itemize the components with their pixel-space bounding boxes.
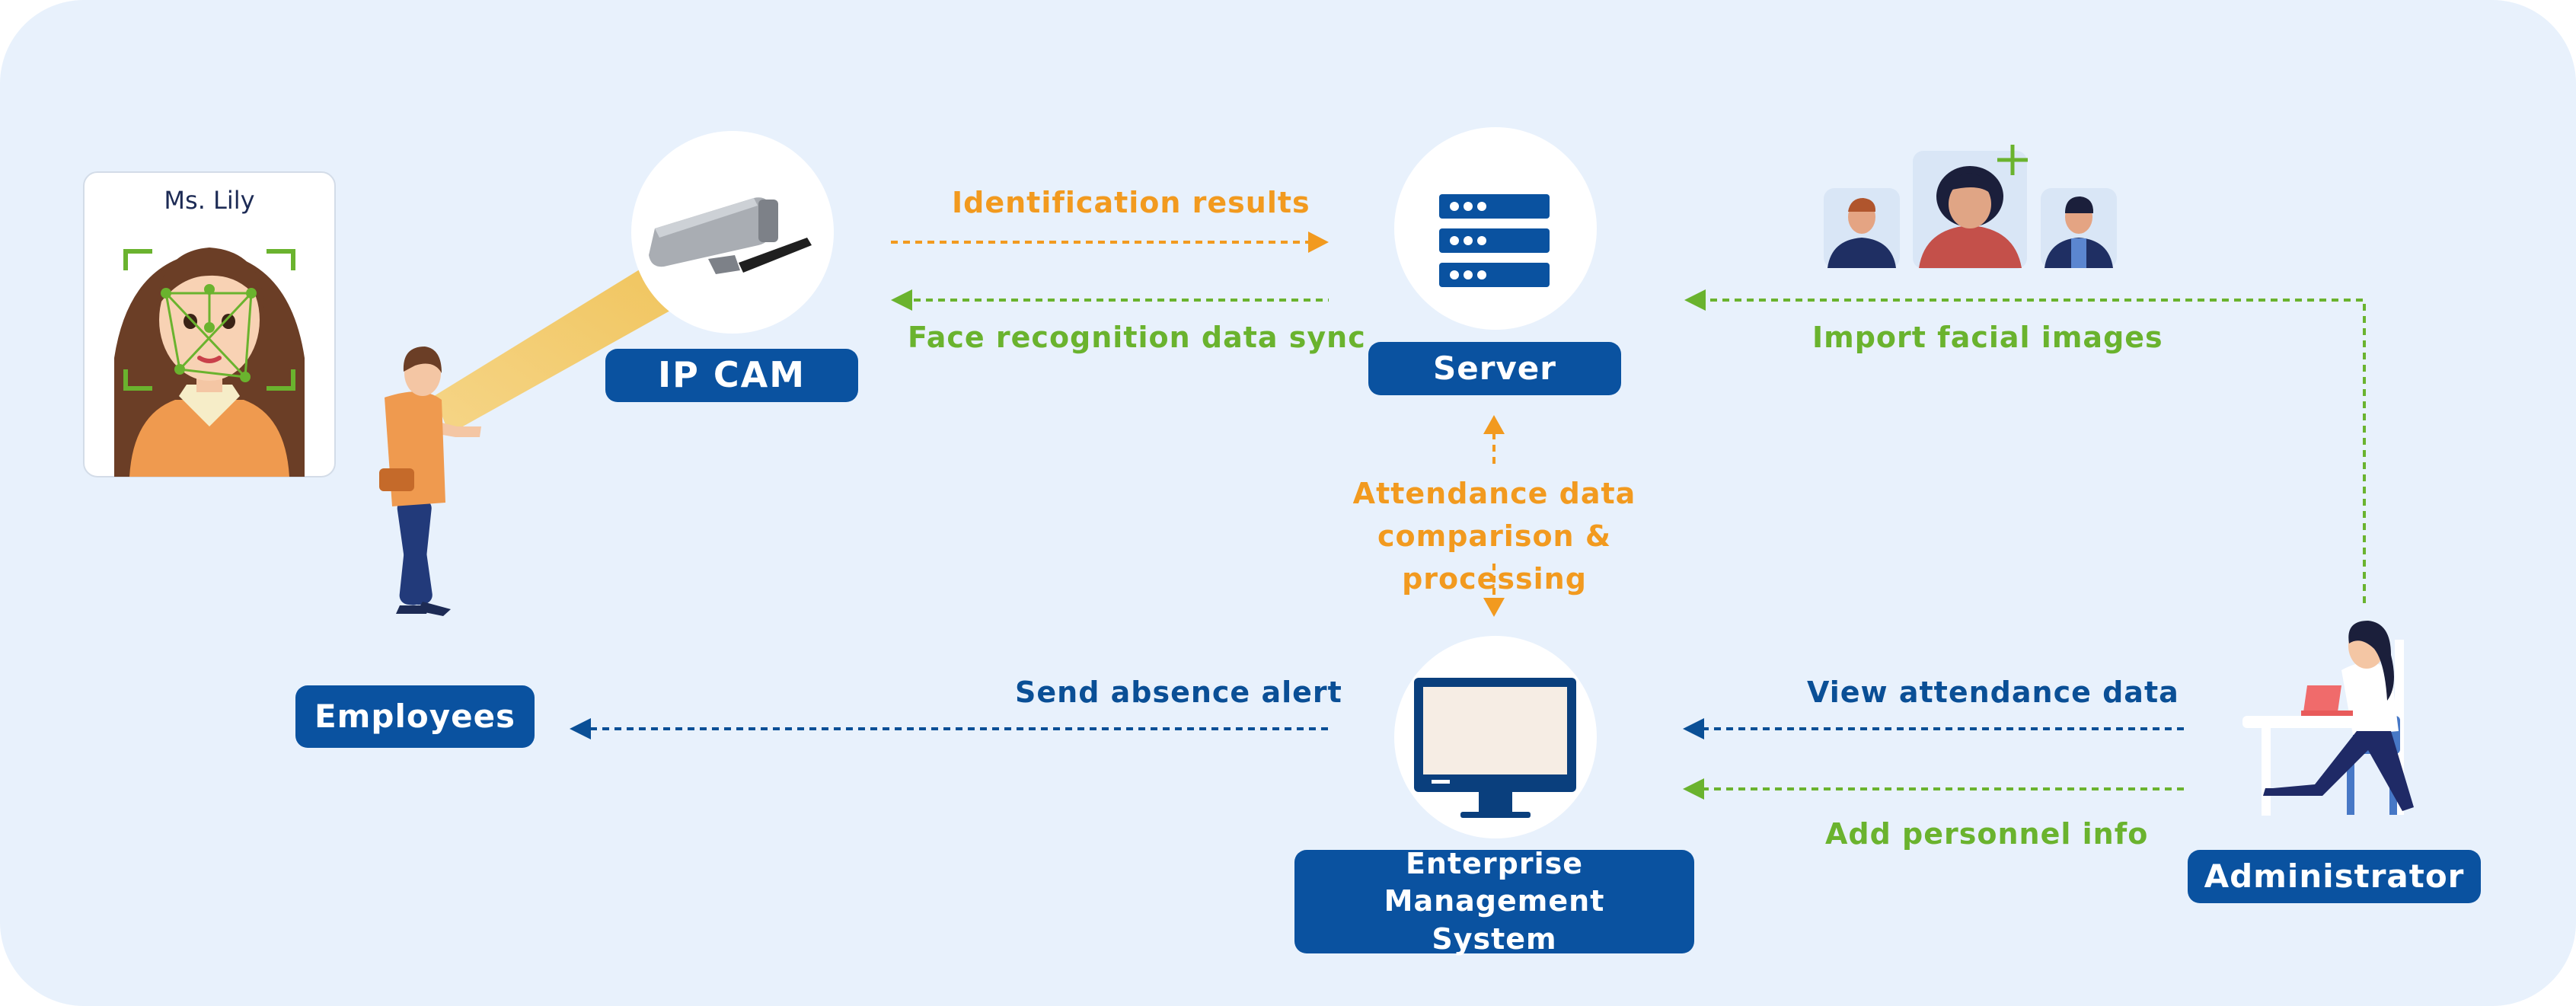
arrowhead-left-blue xyxy=(570,718,591,739)
node-employees: Employees xyxy=(295,685,535,748)
connectors xyxy=(590,241,2366,790)
plus-icon xyxy=(1997,145,2028,175)
security-camera-icon xyxy=(649,197,812,274)
arrowhead-left-blue xyxy=(1683,718,1704,739)
node-enterprise-management-system: Enterprise Management System xyxy=(1294,847,1694,956)
edge-import-facial xyxy=(1706,299,2366,603)
label-add-personnel-info: Add personnel info xyxy=(1825,817,2149,851)
face-scan-frame xyxy=(123,249,295,391)
facial-images-icon xyxy=(1824,151,2117,269)
label-attendance-processing: Attendance data comparison & processing xyxy=(1352,477,1636,596)
server-icon xyxy=(1439,194,1550,287)
employee-face-card xyxy=(83,171,336,477)
arrowhead-up-orange xyxy=(1483,415,1505,434)
node-administrator: Administrator xyxy=(2188,850,2481,903)
node-server: Server xyxy=(1368,342,1621,395)
employee-card-name: Ms. Lily xyxy=(164,186,255,215)
label-view-attendance-data: View attendance data xyxy=(1807,675,2179,709)
label-send-absence-alert: Send absence alert xyxy=(1015,675,1342,709)
arrowheads xyxy=(570,232,1706,800)
arrowhead-right-orange xyxy=(1308,232,1329,253)
label-face-recognition-sync: Face recognition data sync xyxy=(908,321,1366,354)
camera-beam xyxy=(434,244,708,434)
monitor-icon xyxy=(1414,678,1576,818)
label-import-facial-images: Import facial images xyxy=(1812,321,2163,354)
administrator-person-icon xyxy=(2242,621,2414,816)
arrowhead-left-green xyxy=(1684,289,1706,311)
arrowhead-left-green xyxy=(891,289,912,311)
node-ip-cam: IP CAM xyxy=(605,349,858,402)
label-identification-results: Identification results xyxy=(952,186,1310,219)
employee-person-icon xyxy=(379,347,481,616)
arrowhead-left-green xyxy=(1683,778,1704,800)
arrowhead-down-orange xyxy=(1483,598,1505,617)
